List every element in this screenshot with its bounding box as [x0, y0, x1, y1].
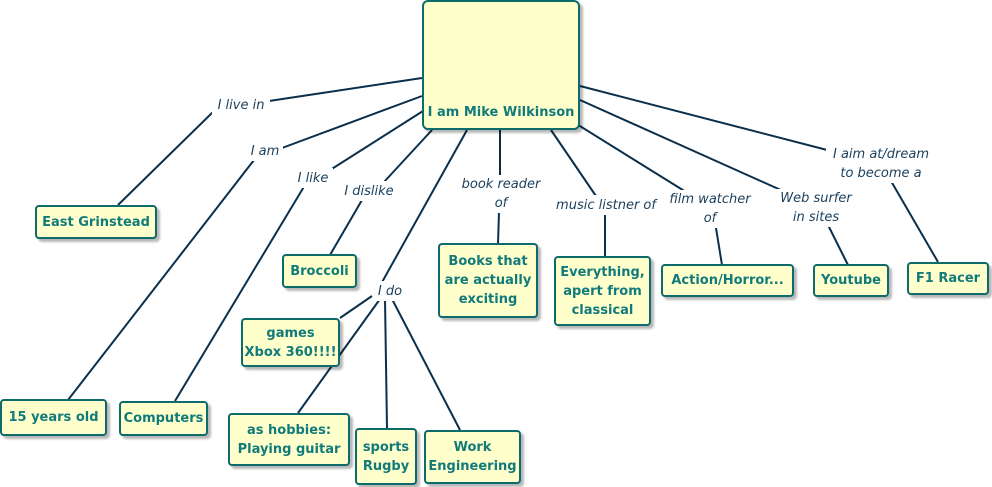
link-label-am: I am [247, 141, 283, 161]
link-label-web: Web surfer in sites [774, 189, 858, 227]
line-web-a [579, 99, 784, 192]
link-label-film: film watcher of [664, 190, 756, 228]
line-do-b1 [339, 295, 373, 319]
link-label-aim: I aim at/dream to become a [826, 145, 936, 183]
link-label-book-reader: book reader of [457, 175, 545, 213]
node-computers[interactable]: Computers [119, 401, 208, 436]
link-label-live-in: I live in [212, 95, 270, 115]
node-books[interactable]: Books that are actually exciting [438, 243, 538, 318]
line-do-a [380, 129, 468, 285]
node-playing-guitar[interactable]: as hobbies: Playing guitar [228, 413, 350, 466]
line-live-in-a [268, 77, 423, 102]
line-do-b4 [391, 298, 461, 431]
node-15-years-old[interactable]: 15 years old [0, 399, 107, 436]
link-label-do: I do [373, 281, 407, 301]
line-book-b [497, 211, 500, 245]
node-broccoli[interactable]: Broccoli [282, 254, 357, 288]
link-label-music: music listner of [551, 195, 661, 215]
node-f1-racer[interactable]: F1 Racer [907, 262, 989, 295]
node-games[interactable]: games Xbox 360!!!! [241, 318, 340, 367]
node-youtube[interactable]: Youtube [813, 264, 889, 297]
line-film-a [566, 117, 687, 193]
line-live-in-b [117, 110, 215, 206]
root-node[interactable]: I am Mike Wilkinson [422, 0, 580, 130]
line-am-a [281, 95, 423, 149]
link-label-dislike: I dislike [338, 181, 400, 201]
line-like-b [174, 184, 306, 402]
line-dislike-b [329, 199, 363, 256]
line-do-b3 [384, 298, 388, 429]
line-am-b [67, 159, 255, 401]
node-work-engineering[interactable]: Work Engineering [424, 430, 521, 484]
line-music-a [550, 129, 599, 200]
link-label-like: I like [293, 168, 333, 188]
node-everything[interactable]: Everything, apert from classical [554, 256, 651, 326]
line-film-b [715, 227, 723, 266]
line-aim-a [579, 85, 832, 152]
node-rugby[interactable]: sports Rugby [355, 428, 417, 485]
node-east-grinstead[interactable]: East Grinstead [35, 205, 157, 239]
line-like-a [326, 110, 424, 173]
line-dislike-a [383, 129, 433, 183]
node-action-horror[interactable]: Action/Horror... [661, 264, 794, 297]
line-aim-b [890, 180, 939, 263]
line-web-b [827, 224, 849, 266]
